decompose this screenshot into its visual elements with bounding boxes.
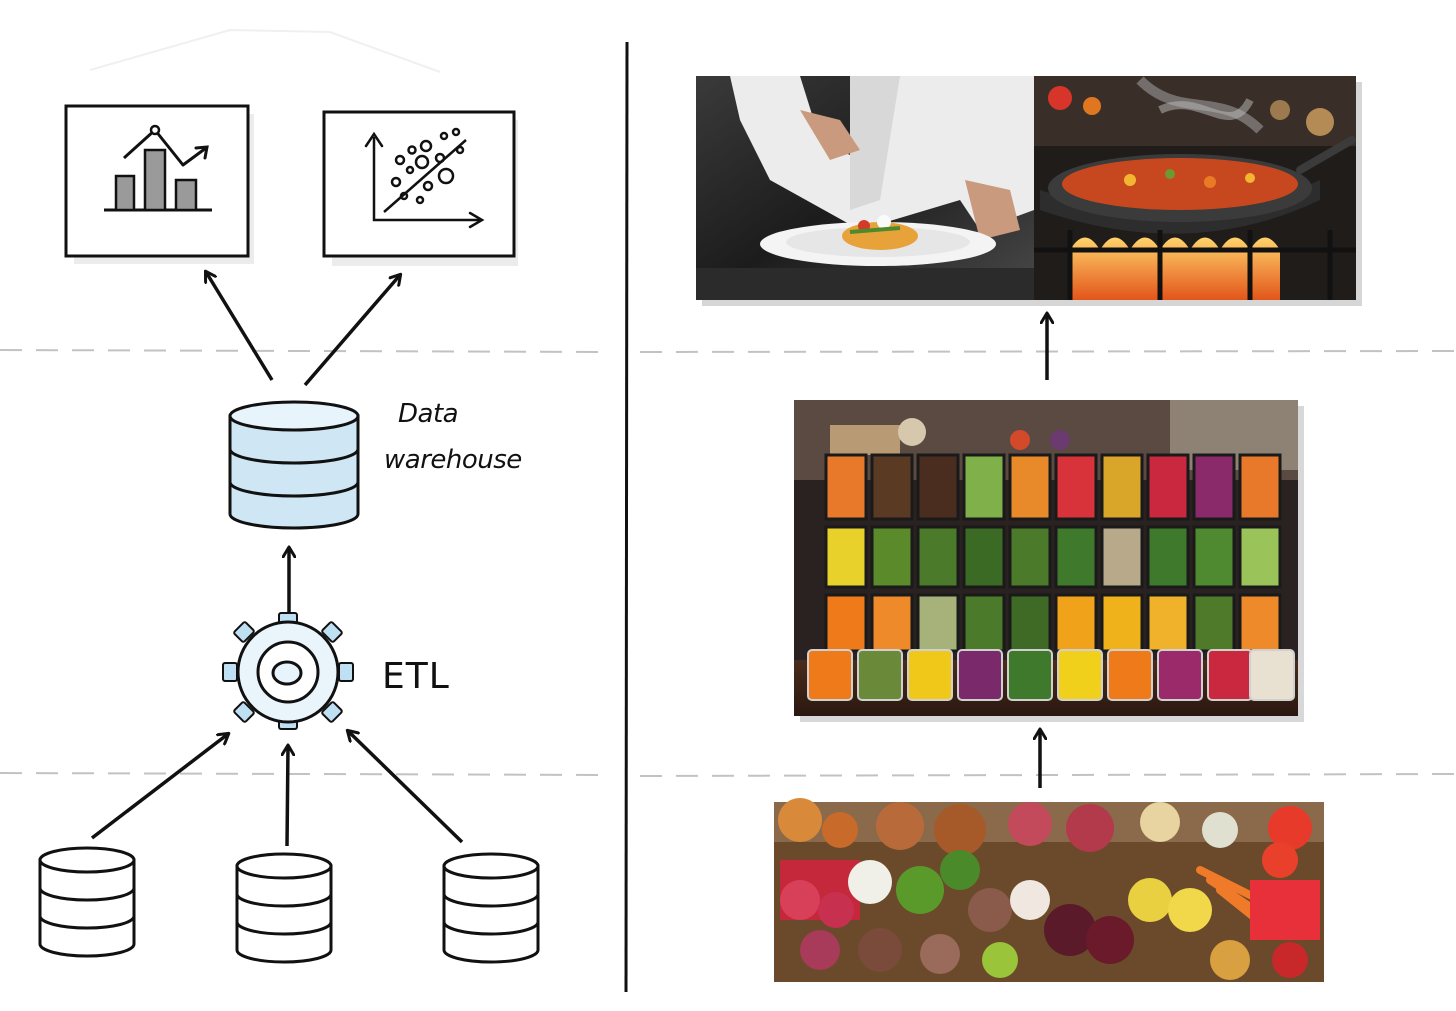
source-database-icon-2 [235,852,333,964]
fresh-produce-market-photo [774,798,1324,982]
center-divider [624,41,629,993]
arrow-to-scatter-plot [303,275,400,387]
etl-label: ETL [382,656,450,697]
arrow-source2-to-etl [287,746,288,847]
source-database-icon-3 [442,852,540,964]
chef-plating-and-cooking-photo [696,76,1362,306]
arrow-to-bar-chart [206,272,274,381]
arrow-source1-to-etl [90,734,228,840]
data-warehouse-database-icon [228,400,360,530]
scatter-plot-dashboard [322,110,518,266]
bar-chart-icon [104,124,212,212]
faint-sketch-line [89,28,441,73]
scatter-plot-icon [364,127,485,229]
prepped-ingredients-in-containers-photo [794,400,1304,722]
gear-icon [222,612,354,730]
source-database-icon-1 [38,846,136,958]
bar-chart-dashboard [64,104,254,264]
data-warehouse-label-line2: warehouse [384,445,522,475]
data-warehouse-label-line1: Data [398,399,458,429]
arrow-source3-to-etl [348,731,464,844]
